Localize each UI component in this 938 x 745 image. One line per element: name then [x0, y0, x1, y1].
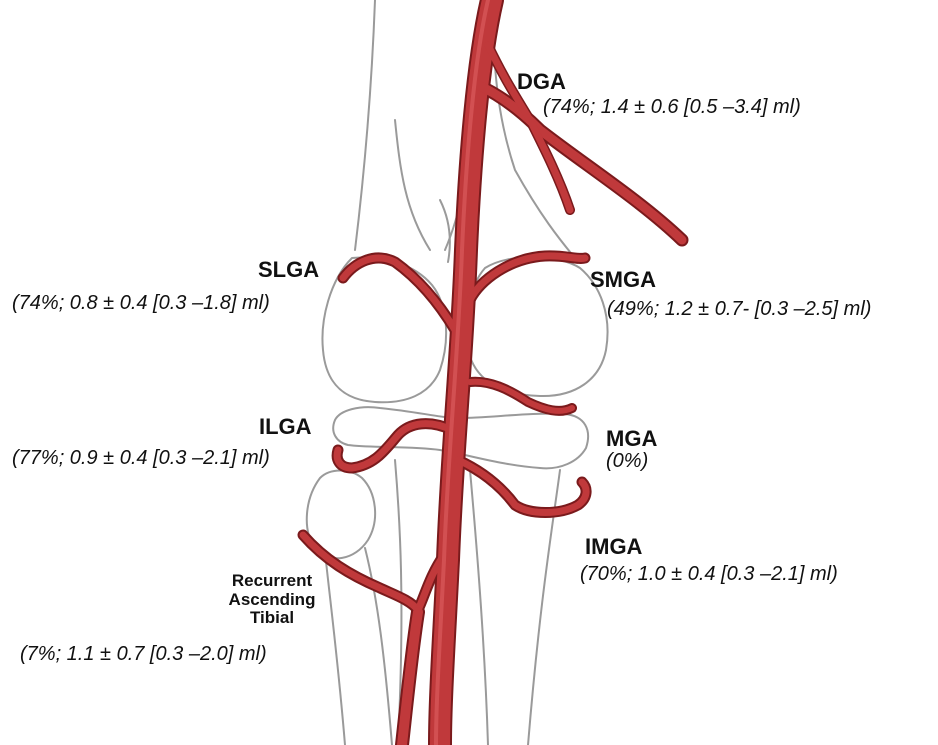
- rat-label-line-1: Recurrent: [212, 572, 332, 591]
- imga-label: IMGA: [585, 535, 642, 559]
- dga-label: DGA: [517, 70, 566, 94]
- dga-stats: (74%; 1.4 ± 0.6 [0.5 –3.4] ml): [543, 96, 801, 118]
- femur-shaft-left: [355, 0, 375, 250]
- mga-label: MGA: [606, 427, 657, 451]
- imga-stats: (70%; 1.0 ± 0.4 [0.3 –2.1] ml): [580, 563, 838, 585]
- ilga-stats: (77%; 0.9 ± 0.4 [0.3 –2.1] ml): [12, 447, 270, 469]
- smga-stats: (49%; 1.2 ± 0.7- [0.3 –2.5] ml): [607, 298, 871, 320]
- rat-label-line-3: Tibial: [212, 609, 332, 628]
- ilga-label: ILGA: [259, 415, 312, 439]
- rat-stats: (7%; 1.1 ± 0.7 [0.3 –2.0] ml): [20, 643, 267, 665]
- recurrent-ascending-tibial-label: Recurrent Ascending Tibial: [212, 572, 332, 628]
- smga-label: SMGA: [590, 268, 656, 292]
- slga-label: SLGA: [258, 258, 319, 282]
- mga-stats: (0%): [606, 450, 648, 472]
- slga-stats: (74%; 0.8 ± 0.4 [0.3 –1.8] ml): [12, 292, 270, 314]
- rat-label-line-2: Ascending: [212, 591, 332, 610]
